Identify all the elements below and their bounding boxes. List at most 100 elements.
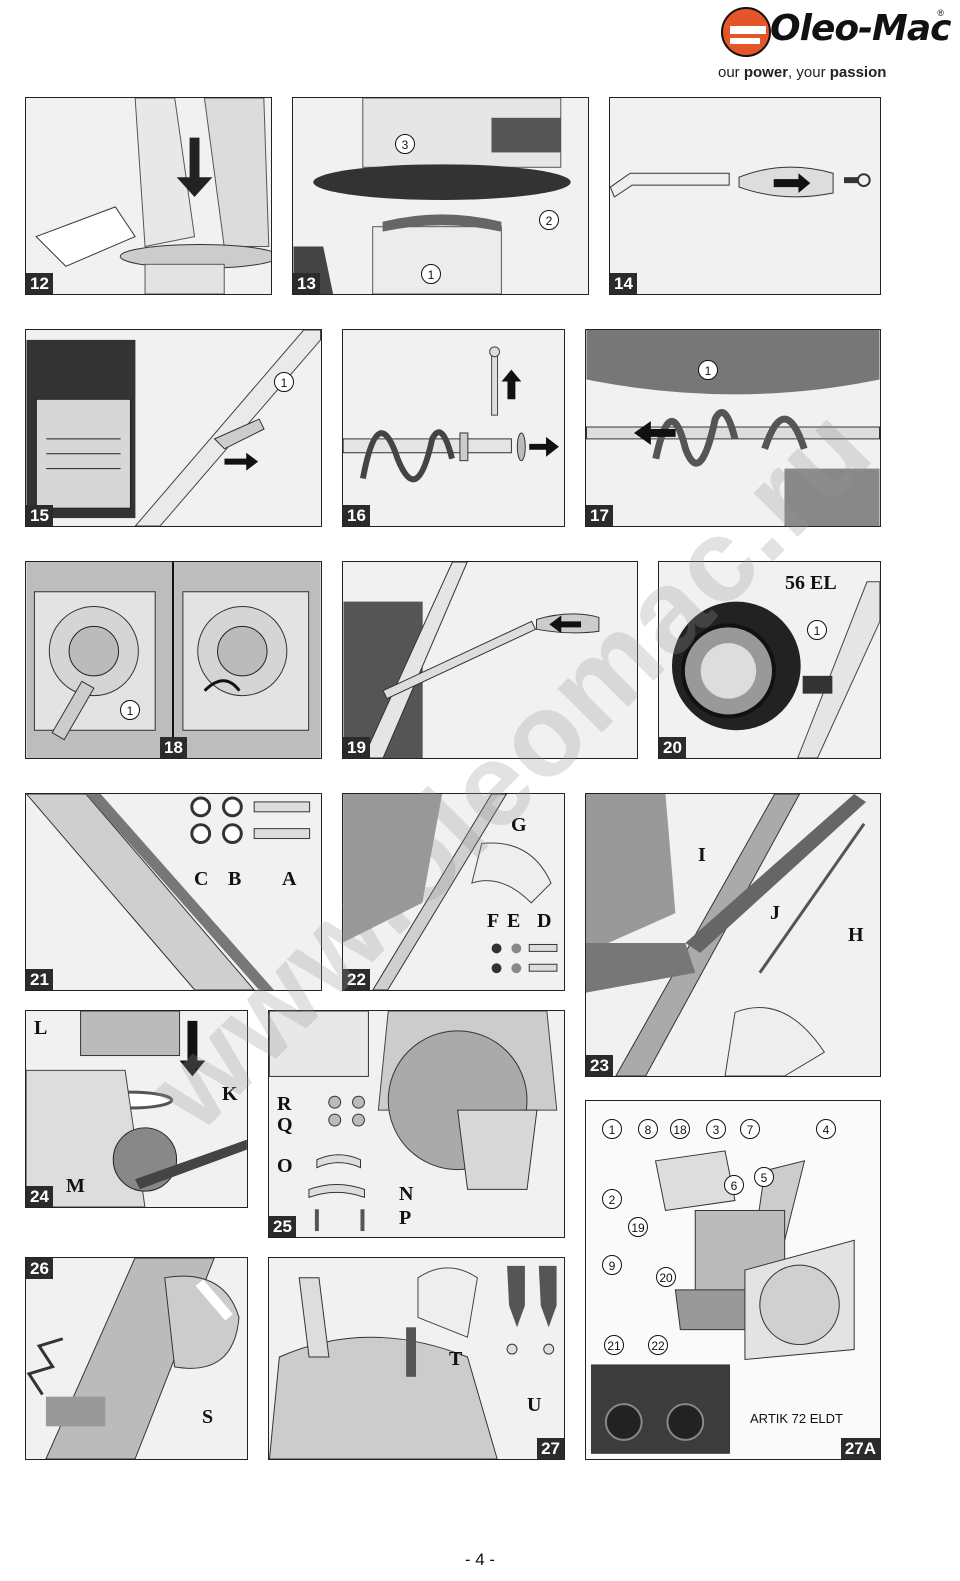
figure-16: 16 (342, 329, 565, 527)
part-label-d: D (537, 910, 552, 932)
callout-19: 19 (628, 1217, 648, 1237)
fig27a-illustration (590, 1150, 855, 1454)
part-label-j: J (770, 902, 780, 924)
part-label-r: R (277, 1093, 292, 1115)
figure-number: 12 (26, 273, 53, 294)
figure-number: 19 (343, 737, 370, 758)
fig19-illustration (343, 562, 600, 758)
figure-number: 27 (537, 1438, 564, 1459)
callout-1: 1 (807, 620, 827, 640)
callout-1: 1 (421, 264, 441, 284)
part-label-h: H (848, 924, 864, 946)
figure-number: 14 (610, 273, 637, 294)
part-label-m: M (66, 1175, 85, 1197)
part-label-e: E (507, 910, 521, 932)
figure-17: 1 17 (585, 329, 881, 527)
callout-9: 9 (602, 1255, 622, 1275)
callout-6: 6 (724, 1175, 744, 1195)
fig26-illustration (26, 1258, 240, 1459)
fig24-illustration (26, 1011, 247, 1207)
part-label-c: C (194, 868, 209, 890)
page-number: - 4 - (464, 1550, 496, 1569)
figure-27: T U 27 (268, 1257, 565, 1460)
figure-number: 17 (586, 505, 613, 526)
figure-number: 20 (659, 737, 686, 758)
fig22-illustration (343, 794, 558, 990)
fig13-illustration (293, 98, 571, 294)
fig14-illustration (610, 166, 871, 198)
callout-5: 5 (754, 1167, 774, 1187)
fig25-illustration (269, 1011, 558, 1232)
fig23-illustration (586, 794, 867, 1076)
callout-3: 3 (395, 134, 415, 154)
figure-19: 19 (342, 561, 638, 759)
callout-8: 8 (638, 1119, 658, 1139)
callout-22: 22 (648, 1335, 668, 1355)
part-label-t: T (449, 1348, 463, 1370)
figure-24: L K M 24 (25, 1010, 248, 1208)
figure-number: 16 (343, 505, 370, 526)
part-label-k: K (222, 1083, 238, 1105)
figure-18: 1 18 (25, 561, 322, 759)
fig21-illustration (26, 794, 311, 990)
figure-number: 22 (343, 969, 370, 990)
fig18-illustration (26, 562, 321, 758)
part-label-a: A (282, 868, 297, 890)
figure-number: 27A (840, 1438, 880, 1459)
part-label-s: S (202, 1406, 214, 1428)
callout-18: 18 (670, 1119, 690, 1139)
oleo-mac-logo-icon (721, 7, 771, 57)
part-label-l: L (34, 1017, 48, 1039)
figure-number: 23 (586, 1055, 613, 1076)
callout-21: 21 (604, 1335, 624, 1355)
callout-3: 3 (706, 1119, 726, 1139)
figure-15: 1 15 (25, 329, 322, 527)
brand-tagline: our power, your passion (718, 64, 887, 81)
registered-mark: ® (937, 8, 944, 18)
figure-26: S 26 (25, 1257, 248, 1460)
callout-1: 1 (120, 700, 140, 720)
brand-name: Oleo-Mac (770, 8, 951, 49)
part-label-b: B (228, 868, 242, 890)
brand-logo: Oleo-Mac ® our power, your passion (718, 6, 951, 84)
figure-number: 24 (26, 1186, 53, 1207)
fig20-illustration (671, 581, 880, 758)
figure-13: 3 2 1 13 (292, 97, 589, 295)
part-label-p: P (399, 1207, 412, 1229)
figure-number: 26 (26, 1258, 53, 1279)
fig16-illustration (343, 346, 559, 483)
figure-27a: 1 8 18 3 7 4 2 6 5 19 9 20 21 22 ARTIK 7… (585, 1100, 881, 1460)
figure-14: 14 (609, 97, 881, 295)
part-label-g: G (511, 814, 527, 836)
callout-2: 2 (602, 1189, 622, 1209)
figure-12: 12 (25, 97, 272, 295)
callout-1: 1 (698, 360, 718, 380)
part-label-f: F (487, 910, 500, 932)
fig17-illustration (586, 330, 880, 526)
part-label-n: N (399, 1183, 414, 1205)
figure-25: R Q O N P 25 (268, 1010, 565, 1238)
part-label-q: Q (277, 1114, 293, 1136)
fig27-illustration (269, 1265, 557, 1459)
callout-4: 4 (816, 1119, 836, 1139)
figure-number: 13 (293, 273, 320, 294)
figure-number: 25 (269, 1216, 296, 1237)
figure-21: C B A 21 (25, 793, 322, 991)
figure-number: 15 (26, 505, 53, 526)
fig12-illustration (35, 98, 271, 294)
figure-22: G F E D 22 (342, 793, 565, 991)
callout-20: 20 (656, 1267, 676, 1287)
part-label-u: U (527, 1394, 542, 1416)
figure-number: 21 (26, 969, 53, 990)
figure-23: I J H 23 (585, 793, 881, 1077)
part-label-i: I (698, 844, 706, 866)
figure-20: 56 EL 1 20 (658, 561, 881, 759)
part-label-o: O (277, 1155, 293, 1177)
model-label: ARTIK 72 ELDT (750, 1411, 843, 1426)
callout-7: 7 (740, 1119, 760, 1139)
figure-number: 18 (160, 737, 187, 758)
fig15-illustration (26, 330, 321, 526)
callout-1: 1 (274, 372, 294, 392)
model-label: 56 EL (785, 572, 837, 594)
callout-1: 1 (602, 1119, 622, 1139)
